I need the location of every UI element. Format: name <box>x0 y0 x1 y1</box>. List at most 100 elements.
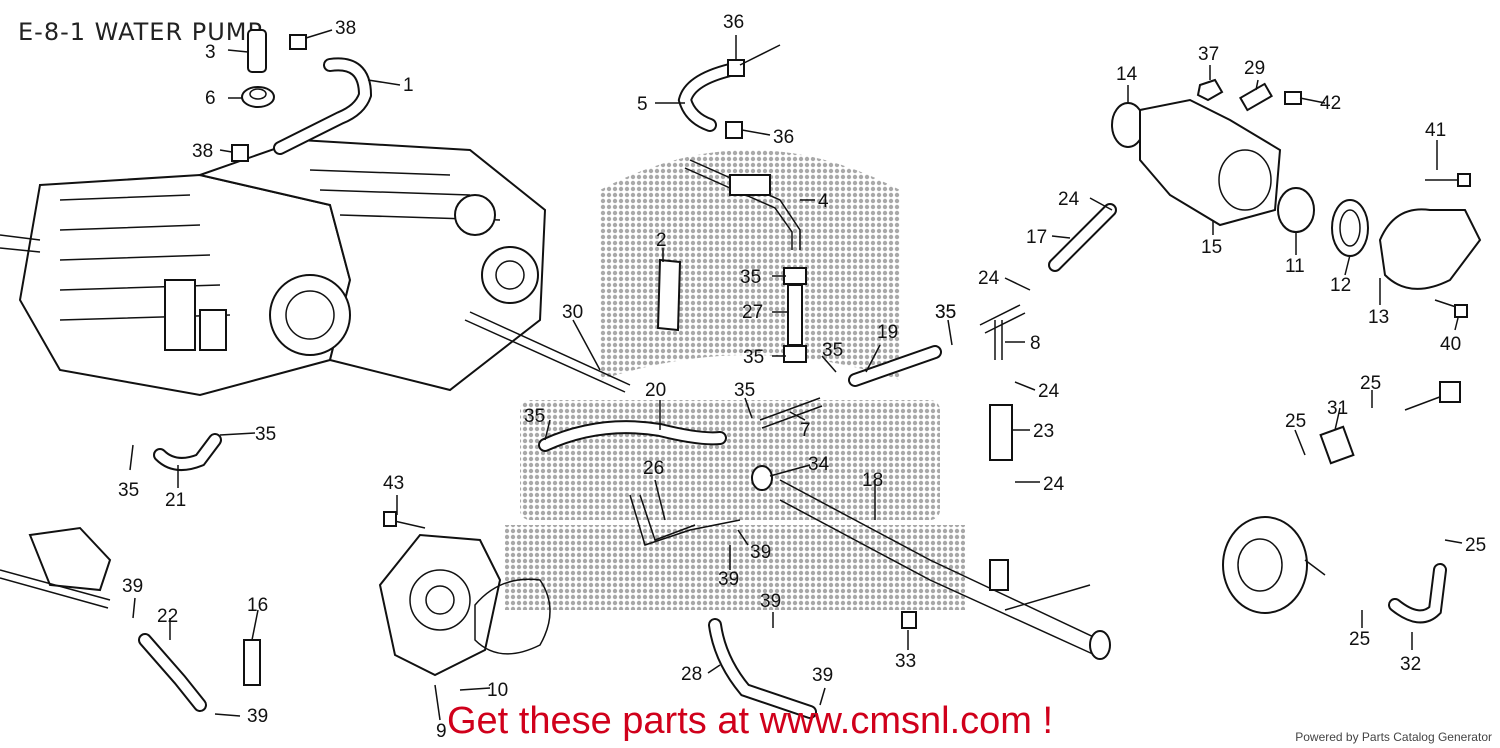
callout-24[interactable]: 24 <box>1058 189 1080 210</box>
hose-20 <box>538 420 727 452</box>
callout-39[interactable]: 39 <box>247 706 268 727</box>
callout-32[interactable]: 32 <box>1400 654 1421 675</box>
hose-22 <box>138 633 207 712</box>
callout-26[interactable]: 26 <box>643 458 664 479</box>
callout-39[interactable]: 39 <box>812 665 833 686</box>
pipe-8 <box>979 304 1026 360</box>
callout-25[interactable]: 25 <box>1285 411 1306 432</box>
callout-27[interactable]: 27 <box>742 302 763 323</box>
switch-42 <box>1284 91 1302 105</box>
callout-35[interactable]: 35 <box>743 347 764 368</box>
callout-36[interactable]: 36 <box>773 127 794 148</box>
callout-23[interactable]: 23 <box>1033 421 1054 442</box>
callout-37[interactable]: 37 <box>1198 44 1219 65</box>
callout-15[interactable]: 15 <box>1201 237 1222 258</box>
callout-17[interactable]: 17 <box>1026 227 1047 248</box>
callout-35[interactable]: 35 <box>255 424 276 445</box>
hose-32 <box>1388 563 1447 624</box>
callout-21[interactable]: 21 <box>165 490 186 511</box>
callout-41[interactable]: 41 <box>1425 120 1446 141</box>
callout-36[interactable]: 36 <box>723 12 744 33</box>
callout-38[interactable]: 38 <box>335 18 356 39</box>
hose-1 <box>273 57 373 155</box>
hose-23 <box>989 404 1013 461</box>
callout-34[interactable]: 34 <box>808 454 830 475</box>
callout-11[interactable]: 11 <box>1285 256 1305 277</box>
callout-35[interactable]: 35 <box>524 406 545 427</box>
callout-7[interactable]: 7 <box>800 420 811 441</box>
thermostat-11 <box>1277 187 1315 233</box>
powered-by-text: Powered by Parts Catalog Generator <box>1295 730 1492 744</box>
callout-35[interactable]: 35 <box>740 267 761 288</box>
callout-13[interactable]: 13 <box>1368 307 1389 328</box>
callout-9[interactable]: 9 <box>436 721 447 742</box>
callout-20[interactable]: 20 <box>645 380 666 401</box>
hose-21 <box>153 433 222 471</box>
callout-5[interactable]: 5 <box>637 94 648 115</box>
clamp-38-top <box>289 34 307 50</box>
callout-24[interactable]: 24 <box>1038 381 1060 402</box>
callout-28[interactable]: 28 <box>681 664 702 685</box>
callout-43[interactable]: 43 <box>383 473 404 494</box>
callout-30[interactable]: 30 <box>562 302 583 323</box>
hose-19 <box>848 345 942 387</box>
hose-17 <box>1048 203 1117 272</box>
seal-12 <box>1331 199 1369 257</box>
callout-35[interactable]: 35 <box>935 302 956 323</box>
callout-25[interactable]: 25 <box>1465 535 1486 556</box>
callout-24[interactable]: 24 <box>1043 474 1065 495</box>
callout-18[interactable]: 18 <box>862 470 883 491</box>
hose-28 <box>708 618 817 719</box>
callout-35[interactable]: 35 <box>822 340 843 361</box>
callout-1[interactable]: 1 <box>403 75 414 96</box>
callout-35[interactable]: 35 <box>734 380 755 401</box>
hose-31 <box>1319 425 1355 465</box>
oil-cooler <box>1222 516 1326 614</box>
callout-31[interactable]: 31 <box>1327 398 1348 419</box>
callout-3[interactable]: 3 <box>205 42 216 63</box>
callout-35[interactable]: 35 <box>118 480 139 501</box>
callout-labels: 38 3 1 6 38 36 5 36 4 2 35 27 30 35 35 2… <box>118 12 1486 742</box>
callout-14[interactable]: 14 <box>1116 64 1138 85</box>
callout-8[interactable]: 8 <box>1030 333 1041 354</box>
callout-39[interactable]: 39 <box>760 591 781 612</box>
callout-2[interactable]: 2 <box>656 230 667 251</box>
cta-link-text[interactable]: Get these parts at www.cmsnl.com ! <box>446 700 1054 742</box>
callout-39[interactable]: 39 <box>718 569 739 590</box>
bracket-2 <box>656 258 682 332</box>
gasket-10 <box>474 578 551 655</box>
callout-24[interactable]: 24 <box>978 268 1000 289</box>
engine-block <box>0 138 547 397</box>
callout-4[interactable]: 4 <box>818 191 829 212</box>
callout-29[interactable]: 29 <box>1244 58 1265 79</box>
hose-26 <box>629 494 741 546</box>
callout-19[interactable]: 19 <box>877 322 898 343</box>
callout-22[interactable]: 22 <box>157 606 178 627</box>
callout-42[interactable]: 42 <box>1320 93 1341 114</box>
callout-16[interactable]: 16 <box>247 595 268 616</box>
callout-33[interactable]: 33 <box>895 651 916 672</box>
callout-35[interactable]: 35 <box>935 302 956 323</box>
nut-37 <box>1196 78 1224 102</box>
callout-39[interactable]: 39 <box>750 542 771 563</box>
cap-6 <box>241 86 275 108</box>
bolt-30 <box>464 311 631 393</box>
callout-39[interactable]: 39 <box>122 576 143 597</box>
callout-10[interactable]: 10 <box>487 680 508 701</box>
diagram-title: E-8-1 WATER PUMP <box>18 18 263 46</box>
pipe-27 <box>783 267 807 363</box>
callout-40[interactable]: 40 <box>1440 334 1461 355</box>
fitting-25 <box>1404 381 1461 411</box>
clamp-16 <box>243 639 261 686</box>
callout-6[interactable]: 6 <box>205 88 216 109</box>
clamp-38-lower <box>231 144 249 162</box>
bolt-33 <box>901 611 917 629</box>
pipe-4 <box>684 159 801 250</box>
callout-25[interactable]: 25 <box>1360 373 1381 394</box>
water-pipe-18 <box>779 479 1111 660</box>
callout-25[interactable]: 25 <box>1349 629 1370 650</box>
pipe-7 <box>759 397 823 429</box>
callout-38[interactable]: 38 <box>192 141 213 162</box>
callout-12[interactable]: 12 <box>1330 275 1351 296</box>
